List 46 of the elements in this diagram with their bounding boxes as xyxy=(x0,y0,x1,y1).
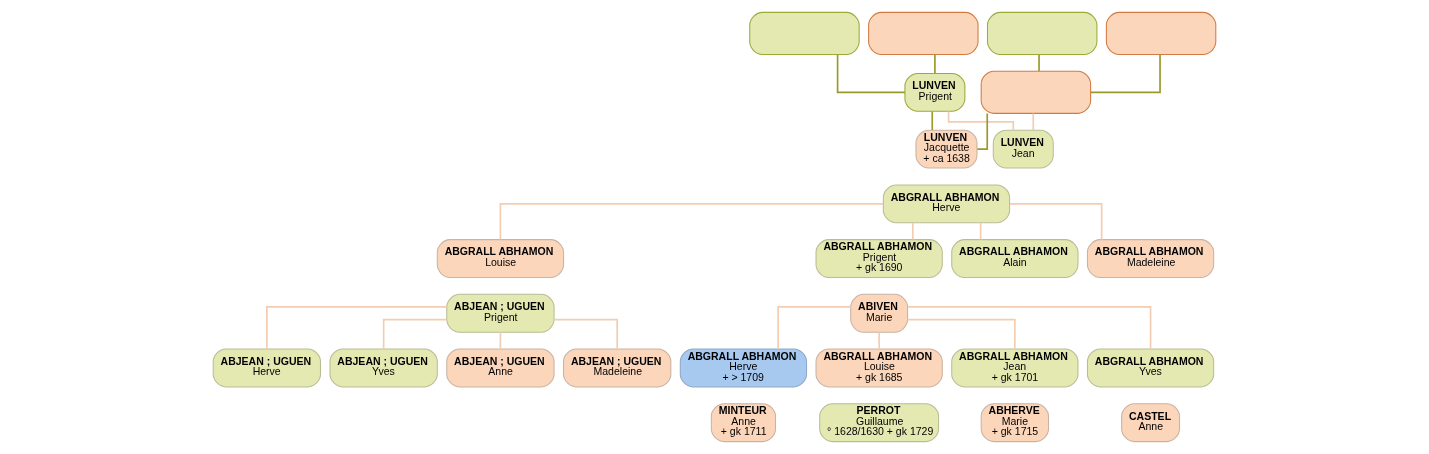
connector xyxy=(947,110,1015,131)
node-box xyxy=(868,11,979,55)
connector xyxy=(934,53,936,75)
node-box: ABGRALL ABHAMON Herve xyxy=(882,184,1011,224)
connector xyxy=(1032,112,1035,131)
connector xyxy=(911,222,914,241)
node-box: ABGRALL ABHAMON Herve + > 1709 xyxy=(679,348,808,388)
node-box: ABGRALL ABHAMON Alain xyxy=(951,239,1079,279)
connector xyxy=(1009,203,1103,241)
connector xyxy=(906,318,1016,350)
node-box: LUNVEN Jean xyxy=(992,129,1054,169)
node-box: ABGRALL ABHAMON Jean + gk 1701 xyxy=(951,348,1079,388)
node-box xyxy=(1105,11,1217,55)
node-box xyxy=(749,11,860,55)
node-box: ABGRALL ABHAMON Louise xyxy=(436,239,565,279)
connector xyxy=(266,306,448,350)
node-box: ABGRALL ABHAMON Yves xyxy=(1086,348,1215,388)
connector xyxy=(979,222,982,241)
connector xyxy=(382,318,448,350)
node-box: ABJEAN ; UGUEN Prigent xyxy=(446,293,555,333)
node-box: MINTEUR Anne + gk 1711 xyxy=(710,403,777,443)
connector xyxy=(931,110,934,131)
node-box: PERROT Guillaume ° 1628/1630 + gk 1729 xyxy=(819,403,940,443)
node-box: ABIVEN Marie xyxy=(850,293,909,333)
connector xyxy=(906,306,1152,350)
node-box: ABJEAN ; UGUEN Herve xyxy=(212,348,322,388)
node-box: ABGRALL ABHAMON Madeleine xyxy=(1086,239,1215,279)
connector xyxy=(777,306,852,350)
connector xyxy=(1038,53,1040,72)
node-box xyxy=(986,11,1098,55)
connector xyxy=(1089,53,1161,94)
node-box: LUNVEN Prigent xyxy=(904,72,966,112)
node-box: ABJEAN ; UGUEN Yves xyxy=(329,348,438,388)
node-box: ABGRALL ABHAMON Louise + gk 1685 xyxy=(815,348,943,388)
connector xyxy=(499,203,884,241)
node-box: LUNVEN Jacquette + ca 1638 xyxy=(915,129,978,169)
node-box: ABJEAN ; UGUEN Anne xyxy=(446,348,555,388)
node-box xyxy=(980,70,1092,114)
node-box: ABHERVE Marie + gk 1715 xyxy=(980,403,1050,443)
connector xyxy=(553,318,619,350)
node-box: ABGRALL ABHAMON Prigent + gk 1690 xyxy=(815,239,943,279)
connector xyxy=(836,53,906,94)
connector xyxy=(976,112,989,150)
node-box: CASTEL Anne xyxy=(1121,403,1181,443)
node-box: ABJEAN ; UGUEN Madeleine xyxy=(563,348,672,388)
connector xyxy=(878,331,880,350)
